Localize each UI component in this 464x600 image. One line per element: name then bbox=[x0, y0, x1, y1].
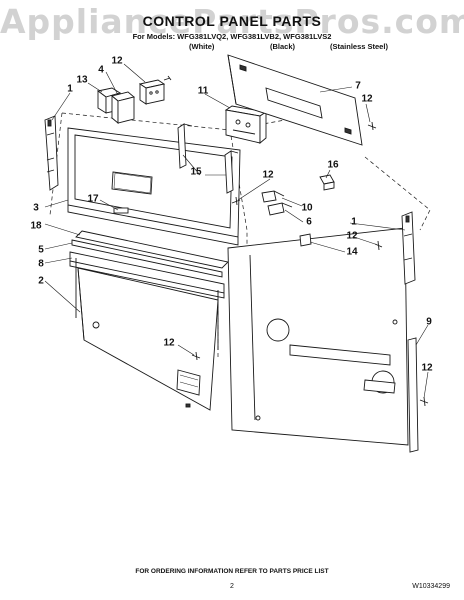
watermark-text: AppliancePartsPros.com bbox=[0, 2, 464, 41]
variant-stainless: (Stainless Steel) bbox=[330, 42, 388, 51]
callout-2: 2 bbox=[38, 275, 44, 287]
part-control-panel-frame bbox=[67, 127, 241, 246]
callout-3: 3 bbox=[33, 202, 39, 214]
callout-9: 9 bbox=[426, 316, 432, 328]
callout-17: 17 bbox=[87, 193, 99, 205]
part-module-4 bbox=[111, 91, 135, 124]
part-mounting-brackets bbox=[177, 123, 239, 194]
page-number: 2 bbox=[230, 583, 234, 590]
part-rear-cover bbox=[77, 267, 219, 411]
part-connector-block bbox=[138, 75, 172, 105]
callout-14: 14 bbox=[346, 246, 358, 258]
callout-1-right: 1 bbox=[351, 216, 357, 228]
part-trim-strip bbox=[75, 230, 229, 269]
leader-lines bbox=[44, 63, 429, 399]
model-list: For Models: WFG381LVQ2, WFG381LVB2, WFG3… bbox=[132, 32, 332, 41]
callout-16: 16 bbox=[327, 159, 339, 171]
callout-12-bottom-right: 12 bbox=[421, 362, 433, 374]
variant-white: (White) bbox=[189, 42, 215, 51]
callout-4: 4 bbox=[98, 64, 104, 76]
part-back-panel bbox=[227, 227, 409, 446]
part-gasket bbox=[71, 239, 223, 278]
callout-6: 6 bbox=[306, 216, 312, 228]
page-title: CONTROL PANEL PARTS bbox=[142, 13, 322, 29]
callout-12-mid: 12 bbox=[262, 169, 274, 181]
callout-15: 15 bbox=[190, 166, 202, 178]
part-side-trim bbox=[407, 337, 429, 453]
ordering-note: FOR ORDERING INFORMATION REFER TO PARTS … bbox=[135, 568, 329, 575]
part-16-clip bbox=[319, 174, 335, 191]
callout-8: 8 bbox=[38, 258, 44, 270]
callout-1-left: 1 bbox=[67, 83, 73, 95]
callout-12-top: 12 bbox=[111, 55, 123, 67]
part-top-trim bbox=[227, 54, 377, 146]
callout-7: 7 bbox=[355, 80, 361, 92]
part-6-bracket bbox=[267, 202, 293, 216]
part-side-bracket-left bbox=[44, 115, 59, 191]
variant-black: (Black) bbox=[270, 42, 296, 51]
callout-12-top-right: 12 bbox=[361, 93, 373, 105]
callout-12-bottom: 12 bbox=[163, 337, 175, 349]
callout-5: 5 bbox=[38, 244, 44, 256]
part-screw-mid bbox=[231, 196, 241, 206]
document-number: W10334299 bbox=[412, 583, 450, 590]
callout-12-right: 12 bbox=[346, 230, 358, 242]
part-10-bracket bbox=[261, 190, 285, 203]
part-side-bracket-right bbox=[374, 211, 416, 285]
callout-13: 13 bbox=[76, 74, 88, 86]
callout-11: 11 bbox=[197, 85, 209, 97]
callout-10: 10 bbox=[301, 202, 313, 214]
callout-18: 18 bbox=[30, 220, 42, 232]
